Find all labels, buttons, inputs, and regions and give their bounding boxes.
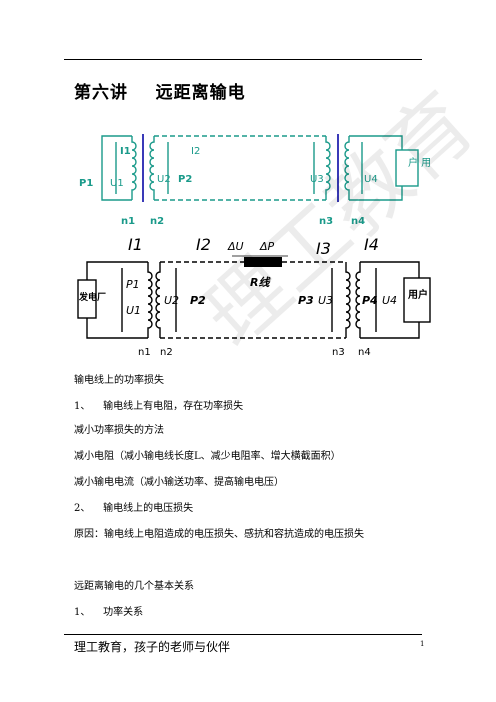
- d2-p4-label: P4: [362, 294, 378, 307]
- d2-n1-label: n1: [138, 347, 151, 358]
- d2-u4-label: U4: [382, 294, 397, 307]
- d2-du-label: ΔU: [227, 240, 244, 253]
- d1-i1-label: I1: [120, 146, 131, 157]
- body-line-7: 原因：输电线上电阻造成的电压损失、感抗和容抗造成的电压损失: [74, 529, 364, 540]
- d2-r-label: R线: [250, 276, 271, 289]
- d2-i2-label: I2: [196, 235, 211, 254]
- d2-u3-label: U3: [318, 294, 333, 307]
- d2-n4-label: n4: [358, 347, 371, 358]
- d1-u1-label: U1: [110, 178, 124, 189]
- d2-p1-label: P1: [126, 278, 140, 291]
- d2-n3-label: n3: [332, 347, 345, 358]
- d1-n4-label: n4: [351, 216, 365, 227]
- body-line-2: 1、 输电线上有电阻，存在功率损失: [74, 401, 244, 412]
- d1-p1-label: P1: [79, 178, 93, 189]
- d2-i4-label: I4: [364, 235, 379, 254]
- body-line-5: 减小输电电流（减小输送功率、提高输电电压）: [74, 477, 284, 488]
- d1-u4-label: U4: [364, 174, 378, 185]
- d1-u3-label: U3: [310, 174, 324, 185]
- body-line-6: 2、 输电线上的电压损失: [74, 503, 194, 514]
- d2-generator-label: 发电厂: [78, 291, 106, 303]
- d1-i2-label: I2: [191, 146, 200, 157]
- d2-p2-label: P2: [190, 294, 206, 307]
- footer-text: 理工教育，孩子的老师与伙伴: [74, 640, 231, 654]
- page-number: 1: [420, 640, 425, 648]
- d2-n2-label: n2: [160, 347, 173, 358]
- body-line-3: 减小功率损失的方法: [74, 425, 164, 436]
- d1-n1-label: n1: [121, 216, 135, 227]
- d1-u2-label: U2: [157, 174, 171, 185]
- d1-n3-label: n3: [319, 216, 333, 227]
- d1-user-label: 户 用: [408, 156, 431, 169]
- footer-rule: [64, 634, 422, 635]
- d2-u1-label: U1: [126, 304, 141, 317]
- d2-u2-label: U2: [164, 294, 179, 307]
- d2-p3-label: P3: [298, 294, 314, 307]
- d2-dp-label: ΔP: [259, 240, 275, 253]
- body-line-1: 输电线上的功率损失: [74, 375, 164, 386]
- top-rule: [64, 59, 422, 60]
- transmission-diagram-top: I1 I2 P1 U1 U2 P2 U3 U4 户 用 n1 n2 n3 n4: [79, 134, 431, 227]
- body-line-10: 1、 功率关系: [74, 607, 144, 618]
- body-line-9: 远距离输电的几个基本关系: [74, 581, 194, 592]
- d2-i3-label: I3: [316, 239, 331, 258]
- d2-i1-label: I1: [128, 235, 143, 254]
- body-line-4: 减小电阻（减小输电线长度L、减少电阻率、增大横截面积）: [74, 451, 341, 462]
- d2-user-label: 用户: [407, 288, 428, 301]
- d1-p2-label: P2: [178, 174, 192, 185]
- transmission-diagram-bottom: I1 I2 ΔU ΔP I3 I4 R线 发电厂 P1 U1 U2 P2 P3 …: [77, 235, 431, 358]
- page-title: 第六讲 远距离输电: [74, 83, 246, 103]
- d1-n2-label: n2: [150, 216, 164, 227]
